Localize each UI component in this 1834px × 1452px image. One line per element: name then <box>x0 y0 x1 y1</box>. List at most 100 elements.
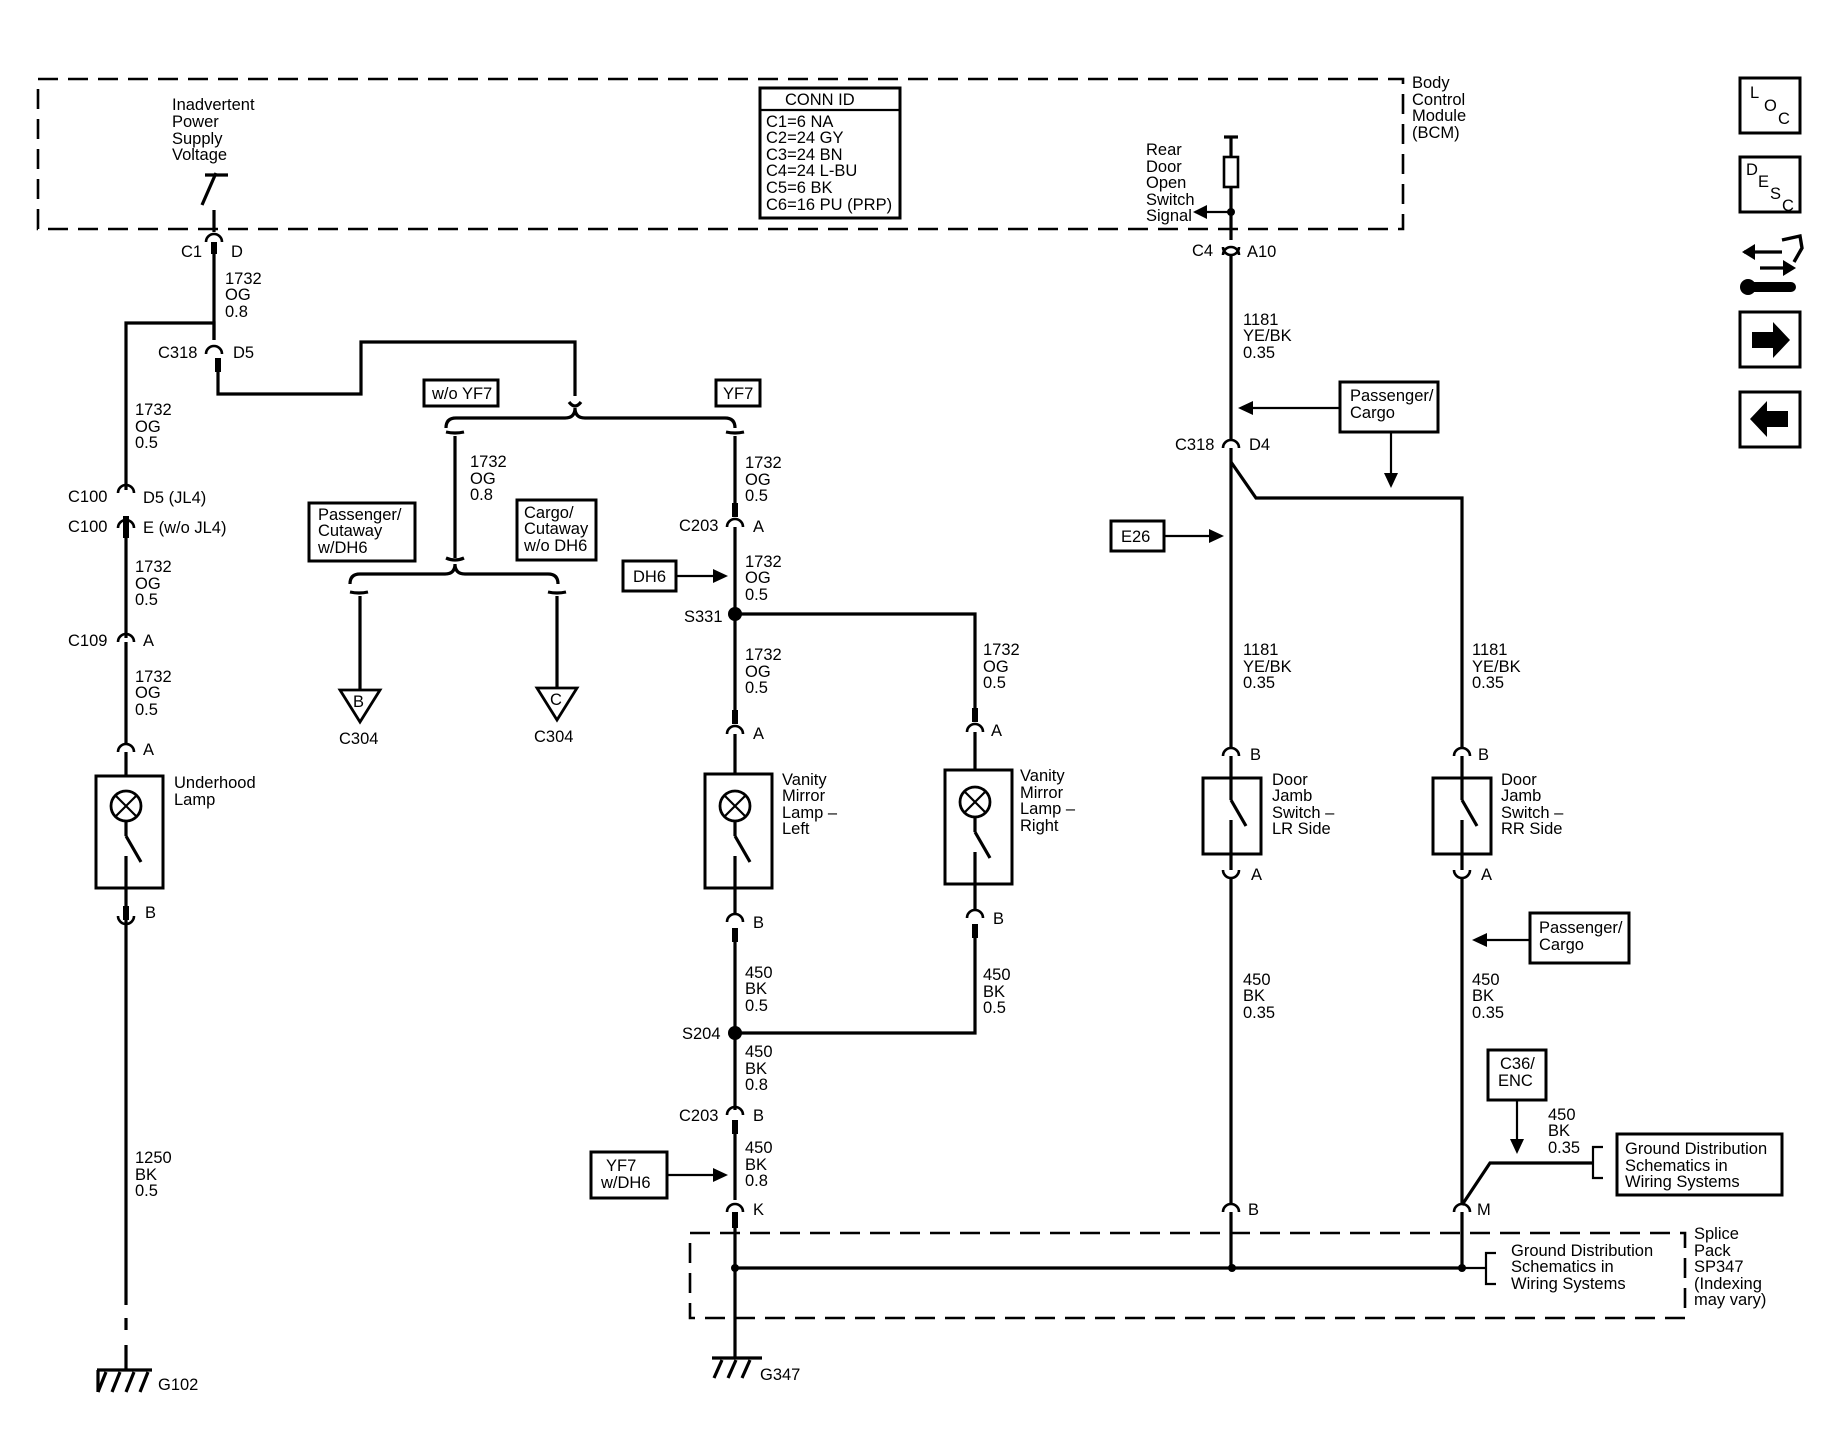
svg-text:Door: Door <box>1272 771 1308 789</box>
svg-text:D5: D5 <box>233 344 254 362</box>
loc-button[interactable]: L O C <box>1738 76 1802 135</box>
conn-id-table: CONN ID C1=6 NA C2=24 GY C3=24 BN C4=24 … <box>758 86 902 220</box>
ground-g347: G347 <box>712 1350 800 1384</box>
option-e26: E26 <box>1109 519 1224 553</box>
svg-text:450: 450 <box>1472 971 1500 989</box>
svg-text:may vary): may vary) <box>1694 1291 1766 1309</box>
svg-text:A: A <box>991 722 1002 740</box>
svg-text:DH6: DH6 <box>633 568 666 586</box>
svg-text:Cargo/: Cargo/ <box>524 504 574 522</box>
svg-text:Pack: Pack <box>1694 1242 1731 1260</box>
svg-text:YE/BK: YE/BK <box>1472 658 1521 676</box>
bcm-pullup-resistor-icon <box>1193 135 1240 240</box>
vanity-mirror-lamp-right: A B <box>943 708 1014 938</box>
svg-text:YF7: YF7 <box>723 385 753 403</box>
vanity-mirror-lamp-left: A B <box>703 710 774 942</box>
svg-text:450: 450 <box>745 1139 773 1157</box>
svg-text:L: L <box>1750 84 1759 102</box>
svg-text:Voltage: Voltage <box>172 146 227 164</box>
svg-text:C: C <box>1778 110 1790 128</box>
svg-text:C3=24 BN: C3=24 BN <box>766 146 843 164</box>
option-cargo-cutaway: Cargo/ Cutaway w/o DH6 <box>515 498 598 562</box>
connector-end-view-icon[interactable] <box>1740 233 1804 295</box>
svg-text:S331: S331 <box>684 608 723 626</box>
svg-text:M: M <box>1477 1201 1491 1219</box>
ipsv-switch-icon <box>200 172 228 232</box>
ground-distribution-ref-2[interactable]: Ground Distribution Schematics in Wiring… <box>1462 1242 1653 1293</box>
svg-text:Mirror: Mirror <box>782 787 826 805</box>
svg-text:C203: C203 <box>679 517 718 535</box>
door-jamb-switch-rr-label: Door Jamb Switch – RR Side <box>1501 771 1564 838</box>
svg-text:0.5: 0.5 <box>135 701 158 719</box>
wire-label-w12: 450 BK 0.5 <box>983 966 1011 1017</box>
connector-c304-c: C C304 <box>534 686 580 746</box>
svg-text:0.5: 0.5 <box>745 487 768 505</box>
svg-text:C100: C100 <box>68 488 107 506</box>
ground-distribution-ref-1[interactable]: Ground Distribution Schematics in Wiring… <box>1591 1132 1784 1197</box>
svg-text:Open: Open <box>1146 174 1186 192</box>
svg-text:w/o YF7: w/o YF7 <box>431 385 492 403</box>
svg-text:1732: 1732 <box>225 270 262 288</box>
svg-text:1181: 1181 <box>1243 311 1278 329</box>
svg-text:1732: 1732 <box>745 553 782 571</box>
wire-label-w16: 1181 YE/BK 0.35 <box>1243 641 1292 692</box>
svg-text:OG: OG <box>745 569 771 587</box>
svg-text:w/DH6: w/DH6 <box>600 1174 651 1192</box>
option-passenger-cutaway: Passenger/ Cutaway w/DH6 <box>307 501 417 563</box>
connector-c203-bottom: C203 B <box>679 1105 764 1134</box>
svg-text:Schematics in: Schematics in <box>1625 1157 1728 1175</box>
svg-text:1732: 1732 <box>135 401 172 419</box>
svg-text:Ground Distribution: Ground Distribution <box>1625 1140 1767 1158</box>
wire-label-w14: 450 BK 0.8 <box>745 1139 773 1190</box>
previous-page-button[interactable] <box>1738 390 1802 449</box>
svg-text:RR Side: RR Side <box>1501 820 1562 838</box>
svg-text:Module: Module <box>1412 107 1466 125</box>
underhood-lamp-label: Underhood Lamp <box>174 774 256 809</box>
svg-text:Splice: Splice <box>1694 1225 1739 1243</box>
svg-text:C36/: C36/ <box>1500 1055 1535 1073</box>
svg-text:Door: Door <box>1146 158 1182 176</box>
svg-text:BK: BK <box>745 980 767 998</box>
option-passenger-cargo-bottom: Passenger/ Cargo <box>1472 911 1631 965</box>
svg-text:Rear: Rear <box>1146 141 1182 159</box>
wire-label-w19: 450 BK 0.35 <box>1472 971 1504 1022</box>
svg-text:G102: G102 <box>158 1376 198 1394</box>
svg-text:1732: 1732 <box>470 453 507 471</box>
svg-text:450: 450 <box>745 964 773 982</box>
svg-text:450: 450 <box>1243 971 1271 989</box>
svg-text:C304: C304 <box>534 728 573 746</box>
svg-text:E26: E26 <box>1121 528 1150 546</box>
svg-text:BK: BK <box>1243 987 1265 1005</box>
wire-label-w13: 450 BK 0.8 <box>745 1043 773 1094</box>
svg-text:0.35: 0.35 <box>1472 1004 1504 1022</box>
option-passenger-cargo-top: Passenger/ Cargo <box>1238 380 1440 488</box>
svg-text:D: D <box>1746 161 1758 179</box>
svg-text:0.5: 0.5 <box>745 679 768 697</box>
svg-text:BK: BK <box>135 1166 157 1184</box>
svg-text:C1: C1 <box>181 243 202 261</box>
splice-s204: S204 <box>682 1025 742 1043</box>
svg-text:0.8: 0.8 <box>470 486 493 504</box>
svg-text:1732: 1732 <box>135 668 172 686</box>
svg-text:0.35: 0.35 <box>1472 674 1504 692</box>
svg-text:A: A <box>753 725 764 743</box>
splice-pack-outline <box>688 1231 1687 1320</box>
svg-text:G347: G347 <box>760 1366 800 1384</box>
svg-text:Passenger/: Passenger/ <box>1539 919 1623 937</box>
option-wo-yf7: w/o YF7 <box>422 378 500 408</box>
desc-button[interactable]: D E S C <box>1738 155 1802 215</box>
svg-text:Signal: Signal <box>1146 207 1192 225</box>
svg-text:B: B <box>1478 746 1489 764</box>
next-page-button[interactable] <box>1738 310 1802 369</box>
svg-text:0.8: 0.8 <box>225 303 248 321</box>
svg-text:0.8: 0.8 <box>745 1076 768 1094</box>
svg-text:BK: BK <box>745 1060 767 1078</box>
connector-c109: C109 A <box>68 632 154 650</box>
door-jamb-switch-lr-label: Door Jamb Switch – LR Side <box>1272 771 1335 838</box>
svg-text:Lamp –: Lamp – <box>1020 800 1076 818</box>
svg-text:BK: BK <box>1472 987 1494 1005</box>
svg-text:450: 450 <box>745 1043 773 1061</box>
svg-text:Vanity: Vanity <box>782 771 827 789</box>
